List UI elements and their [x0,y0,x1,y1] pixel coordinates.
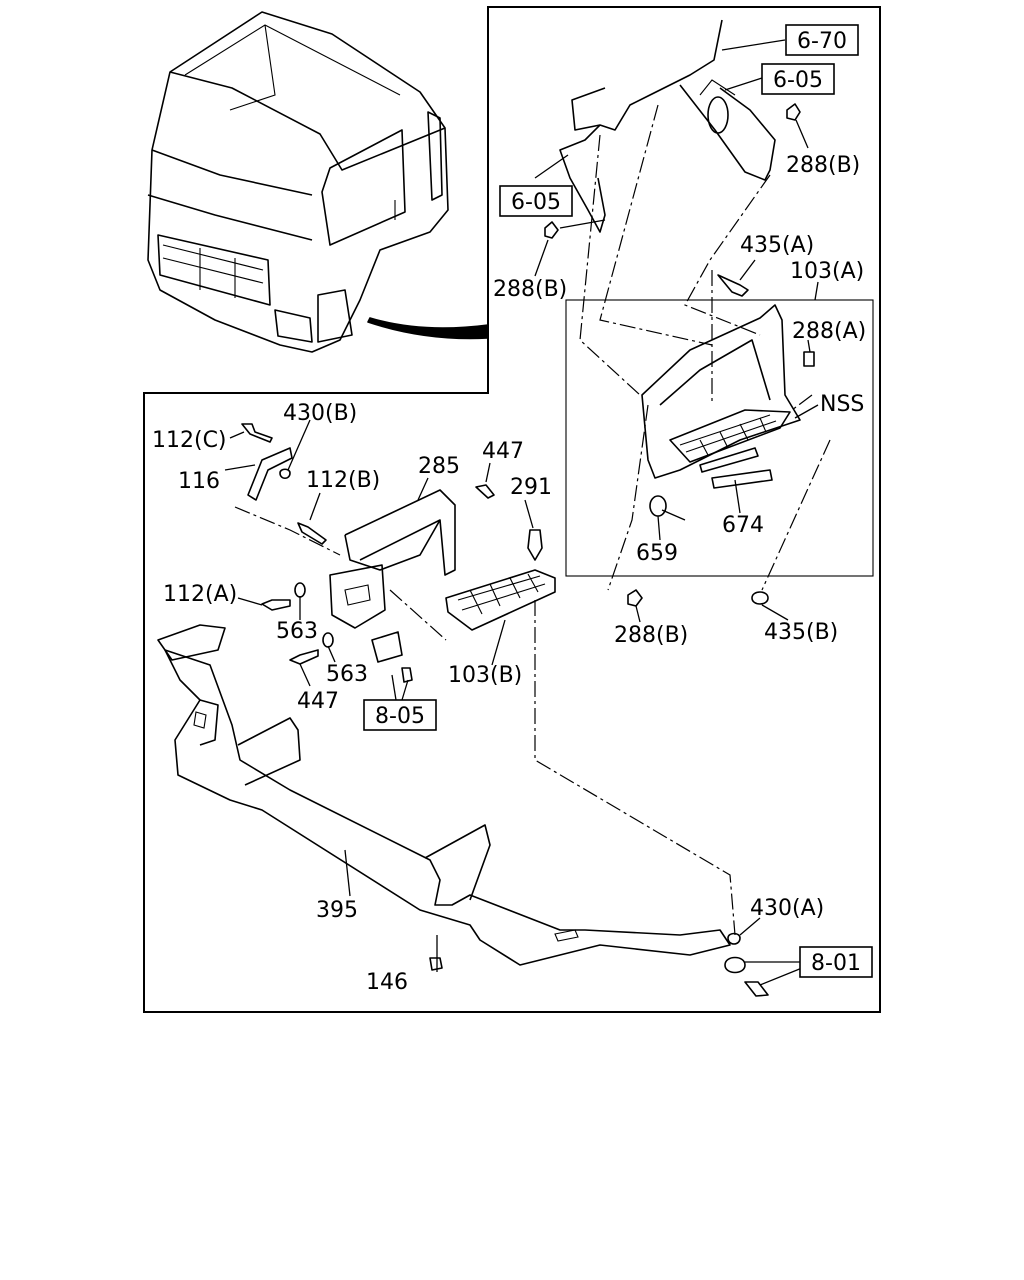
label-563-a: 563 [276,619,318,644]
callout-8-01[interactable]: 8-01 [799,946,873,978]
label-659: 659 [636,541,678,566]
step-support-285 [329,489,456,663]
label-563-b: 563 [326,662,368,687]
svg-text:6-05: 6-05 [511,190,561,215]
svg-text:8-01: 8-01 [811,951,861,976]
label-288B-left: 288(B) [493,277,567,302]
callout-6-70[interactable]: 6-70 [785,24,859,56]
label-447-bottom: 447 [297,689,339,714]
label-447-top: 447 [482,439,524,464]
label-395: 395 [316,898,358,923]
truck-cab-illustration [147,11,489,353]
step-103B [445,569,556,631]
label-112C: 112(C) [152,428,227,453]
label-430A: 430(A) [750,896,824,921]
callout-6-05-left[interactable]: 6-05 [499,185,573,217]
callout-6-05-top[interactable]: 6-05 [761,63,835,95]
label-112A: 112(A) [163,582,237,607]
step-103A [641,304,801,489]
callout-8-05[interactable]: 8-05 [363,699,437,731]
bracket-116 [247,447,293,501]
label-674: 674 [722,513,764,538]
label-435B: 435(B) [764,620,838,645]
label-116: 116 [178,469,220,494]
svg-text:6-05: 6-05 [773,68,823,93]
label-291: 291 [510,475,552,500]
label-103A: 103(A) [790,259,864,284]
label-288A: 288(A) [792,319,866,344]
label-103B: 103(B) [448,663,522,688]
upper-bracket-assembly [559,19,776,233]
label-nss: NSS [820,392,864,417]
label-146: 146 [366,970,408,995]
label-285: 285 [418,454,460,479]
step-detail-frame [565,299,874,577]
outer-frame [143,6,881,1013]
crossmember-395 [157,624,731,966]
leader-lines [224,39,819,986]
label-288B-top: 288(B) [786,153,860,178]
label-288B-bottom: 288(B) [614,623,688,648]
fasteners [241,103,815,997]
label-435A: 435(A) [740,233,814,258]
svg-text:6-70: 6-70 [797,29,847,54]
label-430B: 430(B) [283,401,357,426]
label-112B: 112(B) [306,468,380,493]
svg-text:8-05: 8-05 [375,704,425,729]
assembly-lines [234,104,831,936]
